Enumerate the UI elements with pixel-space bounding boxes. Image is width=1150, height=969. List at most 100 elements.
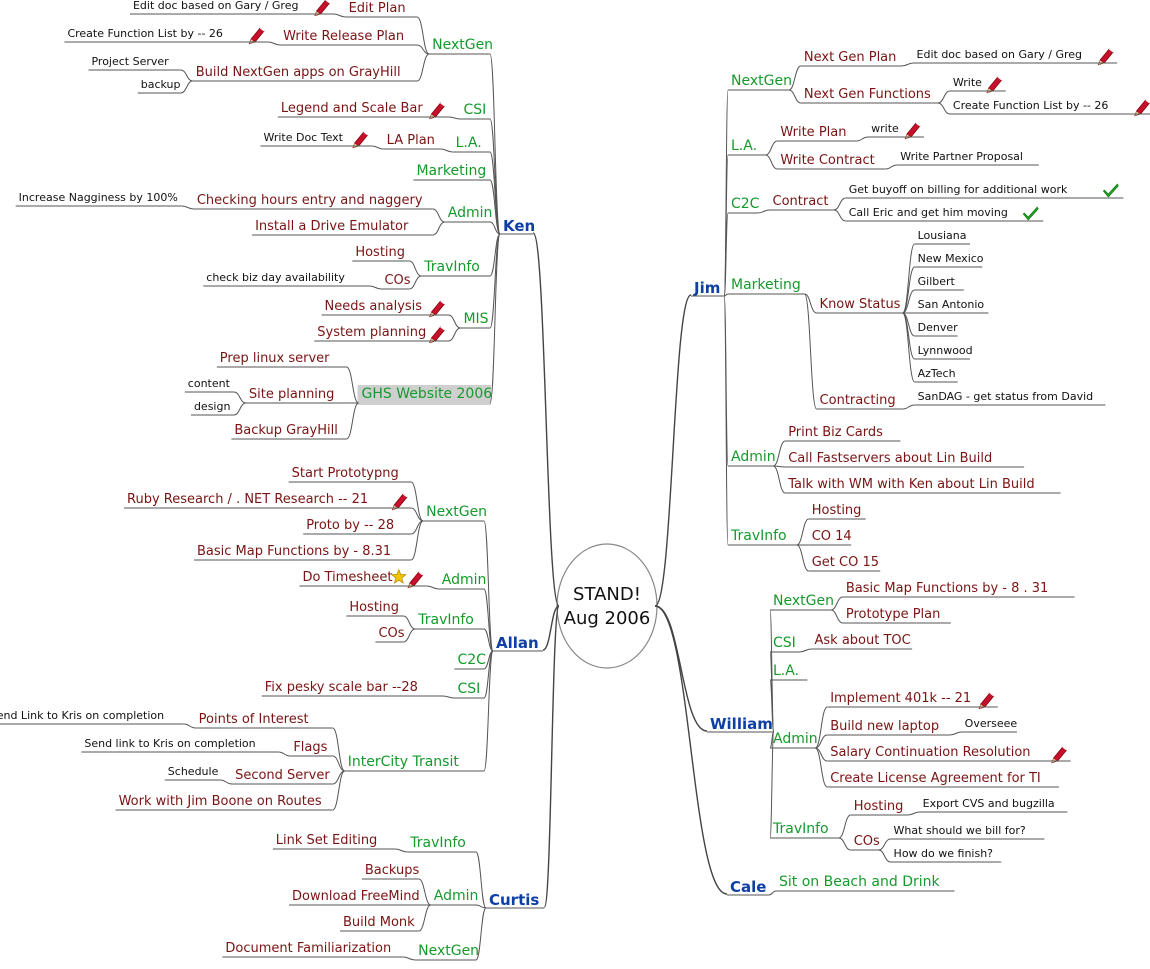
detail-new-mexico[interactable]: New Mexico	[902, 252, 984, 314]
detail-how-do-we-finish[interactable]: How do we finish?	[878, 847, 1002, 863]
topic-c2c-node[interactable]: C2C	[728, 196, 760, 214]
topic-sit-on-beach-and-drink-node[interactable]: Sit on Beach and Drink	[776, 874, 955, 892]
task-hosting-node[interactable]: Hosting	[850, 799, 908, 816]
detail-edit-doc-based-on-gary-greg-node[interactable]: Edit doc based on Gary / Greg	[913, 48, 1118, 66]
task-basic-map-functions-by-8-31-node[interactable]: Basic Map Functions by - 8 . 31	[842, 581, 1075, 598]
task-cos[interactable]: COs	[375, 626, 416, 643]
detail-send-link-to-kris-on-completion-node[interactable]: Send link to Kris on completion	[81, 737, 279, 753]
topic-travinfo-node[interactable]: TravInfo	[421, 259, 490, 277]
task-cos-node[interactable]: COs	[375, 626, 405, 643]
detail-send-link-to-kris-on-completion-node[interactable]: Send Link to Kris on completion	[0, 709, 184, 725]
task-fix-pesky-scale-bar-28-node[interactable]: Fix pesky scale bar --28	[261, 680, 443, 697]
topic-travinfo-node[interactable]: TravInfo	[770, 821, 839, 839]
detail-denver[interactable]: Denver	[902, 312, 958, 337]
task-download-freemind[interactable]: Download FreeMind	[289, 889, 431, 906]
task-start-prototypng[interactable]: Start Prototypng	[288, 466, 424, 522]
task-points-of-interest-node[interactable]: Points of Interest	[195, 712, 333, 729]
task-document-familiarization[interactable]: Document Familiarization	[222, 941, 416, 961]
task-create-license-agreement-for-ti-node[interactable]: Create License Agreement for TI	[827, 771, 1059, 788]
task-work-with-jim-boone-on-routes[interactable]: Work with Jim Boone on Routes	[115, 770, 346, 811]
task-legend-and-scale-bar-node[interactable]: Legend and Scale Bar	[277, 101, 449, 120]
task-next-gen-functions-node[interactable]: Next Gen Functions	[800, 87, 938, 104]
topic-marketing-node[interactable]: Marketing	[728, 277, 805, 295]
topic-l-a-node[interactable]: L.A.	[728, 138, 766, 156]
task-create-license-agreement-for-ti[interactable]: Create License Agreement for TI	[814, 747, 1059, 788]
topic-csi[interactable]: CSI Fix pesky scale bar --28	[261, 650, 494, 699]
task-cos-node[interactable]: COs	[381, 273, 411, 290]
task-ask-about-toc[interactable]: Ask about TOC	[799, 633, 913, 653]
detail-write-doc-text-node[interactable]: Write Doc Text	[260, 131, 372, 149]
topic-travinfo-node[interactable]: TravInfo	[728, 528, 797, 546]
task-basic-map-functions-by-8-31[interactable]: Basic Map Functions by - 8.31	[194, 520, 424, 561]
detail-write-node[interactable]: write	[868, 122, 924, 140]
task-ask-about-toc-node[interactable]: Ask about TOC	[811, 633, 913, 650]
topic-nextgen-node[interactable]: NextGen	[423, 504, 487, 522]
task-document-familiarization-node[interactable]: Document Familiarization	[222, 941, 404, 958]
root-node[interactable]: STAND!Aug 2006	[556, 543, 658, 669]
task-backups-node[interactable]: Backups	[361, 863, 420, 880]
task-implement-401k-21[interactable]: Implement 401k -- 21	[814, 691, 998, 749]
detail-call-eric-and-get-him-moving[interactable]: Call Eric and get him moving	[833, 206, 1044, 222]
topic-csi-node[interactable]: CSI	[460, 102, 490, 120]
task-print-biz-cards-node[interactable]: Print Biz Cards	[785, 425, 901, 442]
task-install-a-drive-emulator-node[interactable]: Install a Drive Emulator	[252, 219, 433, 236]
task-contract-node[interactable]: Contract	[769, 194, 834, 211]
detail-gilbert-node[interactable]: Gilbert	[914, 275, 964, 291]
detail-get-buyoff-on-billing-for-additional-work[interactable]: Get buyoff on billing for additional wor…	[833, 183, 1124, 211]
detail-sandag-get-status-from-david-node[interactable]: SanDAG - get status from David	[914, 390, 1106, 406]
task-hosting[interactable]: Hosting	[346, 600, 416, 630]
task-checking-hours-entry-and-naggery-node[interactable]: Checking hours entry and naggery	[193, 193, 433, 210]
topic-nextgen-node[interactable]: NextGen	[770, 593, 834, 611]
task-backup-grayhill[interactable]: Backup GrayHill	[231, 402, 360, 440]
detail-write-partner-proposal[interactable]: Write Partner Proposal	[885, 150, 1039, 170]
task-install-a-drive-emulator[interactable]: Install a Drive Emulator	[252, 219, 445, 236]
topic-marketing-node[interactable]: Marketing	[413, 163, 490, 181]
topic-admin-node[interactable]: Admin	[728, 449, 776, 467]
task-prototype-plan-node[interactable]: Prototype Plan	[842, 607, 951, 624]
task-site-planning-node[interactable]: Site planning	[245, 387, 347, 404]
task-write-plan[interactable]: Write Plan write	[765, 122, 924, 156]
detail-new-mexico-node[interactable]: New Mexico	[914, 252, 984, 268]
task-build-nextgen-apps-on-grayhill-node[interactable]: Build NextGen apps on GrayHill	[192, 65, 418, 82]
topic-l-a[interactable]: L.A.	[769, 663, 808, 733]
task-flags-node[interactable]: Flags	[290, 740, 333, 757]
task-system-planning[interactable]: System planning	[314, 325, 461, 344]
detail-send-link-to-kris-on-completion[interactable]: Send link to Kris on completion	[81, 737, 291, 757]
task-ruby-research-net-research-21-node[interactable]: Ruby Research / . NET Research -- 21	[124, 492, 412, 511]
detail-call-eric-and-get-him-moving-node[interactable]: Call Eric and get him moving	[845, 206, 1044, 222]
detail-increase-nagginess-by-100-node[interactable]: Increase Nagginess by 100%	[15, 191, 182, 207]
topic-admin-node[interactable]: Admin	[770, 731, 818, 749]
topic-c2c-node[interactable]: C2C	[454, 652, 486, 670]
topic-admin-node[interactable]: Admin	[430, 888, 479, 906]
detail-design[interactable]: design	[190, 400, 247, 416]
task-backup-grayhill-node[interactable]: Backup GrayHill	[231, 423, 347, 440]
task-download-freemind-node[interactable]: Download FreeMind	[289, 889, 420, 906]
task-prep-linux-server-node[interactable]: Prep linux server	[216, 351, 347, 368]
task-work-with-jim-boone-on-routes-node[interactable]: Work with Jim Boone on Routes	[115, 794, 333, 811]
task-write-plan-node[interactable]: Write Plan	[777, 125, 857, 142]
topic-nextgen-node[interactable]: NextGen	[415, 943, 479, 961]
detail-schedule[interactable]: Schedule	[164, 765, 233, 785]
task-do-timesheet[interactable]: Do Timesheet	[299, 568, 439, 590]
detail-write-partner-proposal-node[interactable]: Write Partner Proposal	[897, 150, 1039, 166]
topic-csi-node[interactable]: CSI	[454, 681, 484, 699]
task-flags[interactable]: Flags Send link to Kris on completion	[81, 737, 345, 772]
